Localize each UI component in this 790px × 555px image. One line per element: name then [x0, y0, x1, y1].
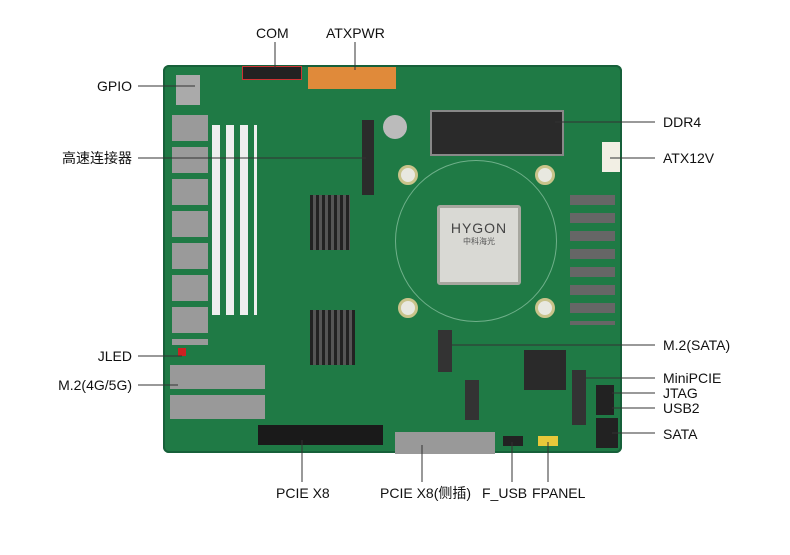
label-pcie-x8: PCIE X8: [276, 485, 330, 501]
label-pcie-x8-side: PCIE X8(侧插): [380, 485, 472, 501]
m2-slot-2: [465, 380, 479, 420]
label-atx12v: ATX12V: [663, 150, 715, 166]
ddr4-slot: [430, 110, 564, 156]
atx12v-connector: [602, 142, 620, 172]
minipcie-slot: [572, 370, 586, 425]
pcie-x8-side-slot: [395, 432, 495, 454]
atxpwr-connector: [308, 67, 396, 89]
com-header: [242, 66, 302, 80]
label-com: COM: [256, 25, 289, 41]
fpanel-header: [538, 436, 558, 446]
jtag-usb2-header: [596, 385, 614, 415]
f-usb-header: [503, 436, 523, 446]
cmos-battery: [383, 115, 407, 139]
gpio-port: [176, 75, 200, 105]
label-hs-connector: 高速连接器: [62, 150, 132, 166]
label-fpanel: FPANEL: [532, 485, 586, 501]
pcie-x8-slot: [258, 425, 383, 445]
label-jtag: JTAG: [663, 385, 698, 401]
label-sata: SATA: [663, 426, 698, 442]
heatsink-top: [310, 195, 350, 250]
mount-hole: [535, 298, 555, 318]
magnetics: [212, 125, 257, 315]
m2-4g5g-slots: [170, 365, 265, 420]
label-gpio: GPIO: [96, 78, 132, 94]
cpu-subbrand: 中科海光: [463, 237, 495, 246]
cpu-socket-outline: [395, 160, 557, 322]
label-f-usb: F_USB: [482, 485, 528, 501]
cpu-chip: HYGON 中科海光: [437, 205, 521, 285]
cpu-brand: HYGON: [450, 220, 508, 236]
label-atxpwr: ATXPWR: [326, 25, 385, 41]
label-ddr4: DDR4: [663, 114, 702, 130]
vrm: [570, 195, 615, 325]
chipset: [524, 350, 566, 390]
label-m2-4g5g: M.2(4G/5G): [58, 377, 132, 393]
sata-connectors: [596, 418, 618, 448]
mount-hole: [398, 298, 418, 318]
label-jled: JLED: [97, 348, 132, 364]
label-minipcie: MiniPCIE: [663, 370, 722, 386]
hs-connector: [362, 120, 374, 195]
heatsink-bottom: [310, 310, 355, 365]
lan-ports: [172, 115, 208, 345]
jled-header: [178, 348, 186, 356]
mount-hole: [535, 165, 555, 185]
label-m2-sata: M.2(SATA): [663, 337, 731, 353]
mount-hole: [398, 165, 418, 185]
m2-sata-slot: [438, 330, 452, 372]
label-usb2: USB2: [663, 400, 700, 416]
